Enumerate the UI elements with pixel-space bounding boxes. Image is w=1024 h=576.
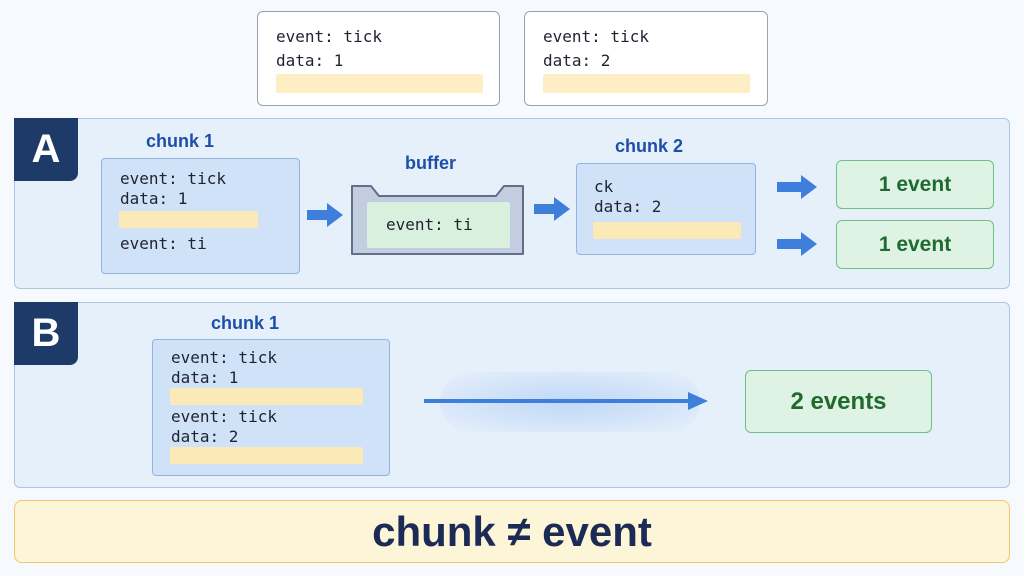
top-card-2-highlight: [543, 74, 750, 93]
top-card-2-line1: event: tick: [543, 27, 649, 46]
section-b-chunk1-line1: event: tick: [171, 348, 277, 367]
section-a-chunk1-line1: event: tick: [120, 169, 226, 188]
section-a-event-1: 1 event: [836, 160, 994, 209]
buffer-content-text: event: ti: [386, 215, 473, 234]
section-b-chunk1-title: chunk 1: [211, 313, 280, 333]
section-a-chunk2-highlight: [593, 222, 741, 239]
top-card-1-highlight: [276, 74, 483, 93]
top-card-1-line1: event: tick: [276, 27, 382, 46]
buffer-content: event: ti: [367, 202, 510, 248]
top-card-1-line2: data: 1: [276, 51, 344, 70]
section-a-chunk2: ck data: 2: [576, 163, 756, 255]
section-a-chunk1: event: tick data: 1 event: ti: [101, 158, 300, 274]
top-card-2: event: tick data: 2: [524, 11, 768, 106]
section-a-event-2: 1 event: [836, 220, 994, 269]
top-card-1: event: tick data: 1: [257, 11, 500, 106]
section-b-chunk1: event: tick data: 1 event: tick data: 2: [152, 339, 390, 476]
section-b-badge: B: [14, 302, 78, 365]
arrow-right-icon: [777, 175, 817, 199]
footer-banner: chunk ≠ event: [14, 500, 1010, 563]
arrow-right-icon: [424, 392, 708, 410]
arrow-right-icon: [307, 203, 343, 227]
section-a-chunk1-line3: event: ti: [120, 234, 207, 253]
section-a-chunk1-line2: data: 1: [120, 189, 188, 208]
buffer-title: buffer: [405, 153, 456, 173]
section-a-chunk2-title: chunk 2: [615, 136, 684, 156]
section-a-chunk1-highlight: [119, 211, 258, 228]
arrow-right-icon: [534, 197, 570, 221]
section-b-chunk1-highlight-2: [170, 447, 363, 464]
section-a-badge: A: [14, 118, 78, 181]
section-a-chunk2-line2: data: 2: [594, 197, 662, 216]
section-b-chunk1-line3: event: tick: [171, 407, 277, 426]
section-a-chunk1-title: chunk 1: [146, 131, 215, 151]
section-b-chunk1-line2: data: 1: [171, 368, 239, 387]
section-b-events: 2 events: [745, 370, 932, 433]
section-b-chunk1-line4: data: 2: [171, 427, 239, 446]
section-a-chunk2-line1: ck: [594, 177, 614, 196]
top-card-2-line2: data: 2: [543, 51, 611, 70]
footer-text: chunk ≠ event: [372, 507, 652, 555]
arrow-right-icon: [777, 232, 817, 256]
section-b-chunk1-highlight-1: [170, 388, 363, 405]
